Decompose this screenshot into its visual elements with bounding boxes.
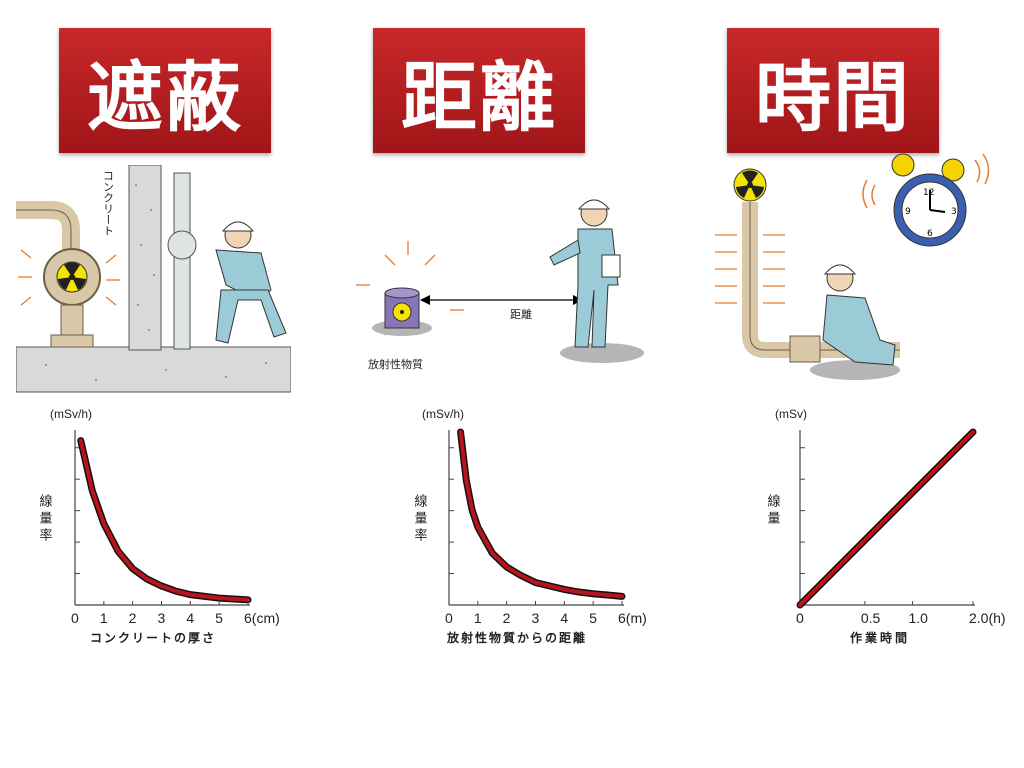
chart1-xlabel: コンクリートの厚さ	[90, 631, 216, 645]
x-tick-label: 0	[796, 610, 804, 626]
chart3-x-ticks: 0 0.5 1.0 2.0(h)	[796, 601, 1006, 626]
x-tick-label: 3	[532, 610, 540, 626]
x-tick-label: 2	[503, 610, 511, 626]
chart3-unit: (mSv)	[775, 407, 807, 421]
x-tick-label: 6(cm)	[244, 610, 280, 626]
clock-num-9: 9	[905, 207, 911, 217]
chart1-curve	[78, 438, 250, 602]
x-tick-label: 0	[445, 610, 453, 626]
source-label: 放射性物質	[368, 357, 423, 371]
chart-shielding: (mSv/h) 線量率 0 1 2 3 4 5 6(cm) コンクリートの厚さ	[38, 407, 280, 645]
x-tick-label: 1.0	[908, 610, 928, 626]
chart3-xlabel: 作業時間	[850, 630, 910, 645]
banner-time: 時間	[727, 28, 939, 153]
x-tick-label: 1	[100, 610, 108, 626]
x-tick-label: 5	[589, 610, 597, 626]
chart1-x-ticks: 0 1 2 3 4 5 6(cm)	[71, 601, 280, 626]
x-tick-label: 2.0(h)	[969, 610, 1006, 626]
clock-num-6: 6	[927, 229, 933, 239]
banner-time-label: 時間	[755, 52, 911, 142]
chart2-curve-border	[457, 428, 626, 600]
shielding-illustration: コンクリート	[16, 165, 291, 393]
chart1-ylabel: 線量率	[38, 493, 53, 545]
chart2-curve	[458, 430, 624, 599]
x-tick-label: 3	[158, 610, 166, 626]
concrete-label: コンクリート	[102, 170, 115, 236]
distance-illustration: 距離 放射性物質	[356, 199, 644, 371]
chart2-unit: (mSv/h)	[422, 407, 464, 421]
clock-num-3: 3	[951, 207, 957, 217]
x-tick-label: 4	[186, 610, 194, 626]
chart3-line	[798, 430, 975, 607]
clock-num-12: 12	[923, 188, 934, 198]
x-tick-label: 5	[215, 610, 223, 626]
banner-shielding-label: 遮蔽	[87, 52, 243, 142]
x-tick-label: 4	[560, 610, 568, 626]
alarm-clock-icon: 12 3 6 9	[891, 153, 967, 247]
time-illustration: 12 3 6 9	[715, 153, 990, 380]
x-tick-label: 0	[71, 610, 79, 626]
chart2-xlabel: 放射性物質からの距離	[446, 630, 587, 645]
x-tick-label: 1	[474, 610, 482, 626]
chart3-ylabel: 線量	[766, 493, 781, 528]
chart1-curve-border	[77, 437, 252, 604]
chart1-unit: (mSv/h)	[50, 407, 92, 421]
x-tick-label: 0.5	[861, 610, 881, 626]
distance-label: 距離	[510, 307, 532, 321]
banner-distance-label: 距離	[401, 52, 557, 142]
x-tick-label: 2	[129, 610, 137, 626]
chart2-ylabel: 線量率	[413, 493, 428, 545]
chart-distance: (mSv/h) 線量率 0 1 2 3 4 5 6(m) 放射性物質からの距離	[413, 407, 647, 645]
banner-distance: 距離	[373, 28, 585, 153]
banner-shielding: 遮蔽	[59, 28, 271, 153]
chart-time: (mSv) 線量 0 0.5 1.0 2.0(h) 作業時間	[766, 407, 1006, 645]
x-tick-label: 6(m)	[618, 610, 647, 626]
chart2-x-ticks: 0 1 2 3 4 5 6(m)	[445, 601, 647, 626]
